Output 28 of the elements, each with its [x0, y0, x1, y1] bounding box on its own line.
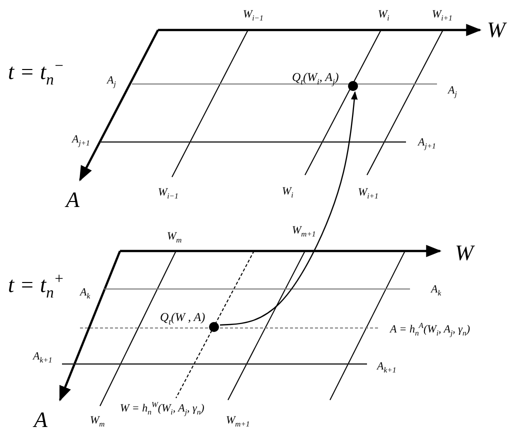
grid-label: W$_{i+1}$ — [358, 188, 378, 198]
grid-label: A$_{j}$ — [448, 86, 457, 96]
point-label: Q$_{t}$(W , A) — [160, 311, 206, 323]
formula-label: W = h$_{n}$$^{W}$(W$_{i}$, A$_{j}$, γ$_{n}$) — [120, 404, 204, 414]
grid-label: W$_{m}$ — [90, 416, 105, 426]
grid-label: W$_{i−1}$ — [243, 10, 264, 20]
axis-label: A — [34, 409, 48, 431]
grid-label: A$_{k+1}$ — [377, 362, 396, 372]
grid-label: W$_{i}$ — [282, 186, 294, 198]
curved-arrow — [220, 91, 358, 326]
grid-label: A$_{k}$ — [80, 288, 90, 298]
grid-label: W$_{m}$ — [167, 232, 182, 242]
grid-label: A$_{k+1}$ — [33, 352, 52, 362]
axis-label: W — [455, 242, 474, 264]
grid-label: W$_{m+1}$ — [292, 226, 316, 236]
point-dot — [209, 322, 219, 332]
point-dot — [348, 81, 358, 91]
grid-label: A$_{j+1}$ — [72, 134, 90, 146]
grid-label: A$_{k}$ — [431, 284, 442, 296]
grid-label: W$_{m+1}$ — [226, 416, 250, 426]
grid-label: W$_{i−1}$ — [158, 188, 178, 198]
axis-label: W — [487, 19, 506, 41]
grid-label: W$_{i}$ — [378, 10, 390, 20]
formula-label: A = h$_{n}$$^{A}$(W$_{i}$, A$_{j}$, γ$_{n}$) — [390, 324, 470, 336]
grid-label: A$_{j}$ — [107, 76, 116, 86]
axis-label: A — [66, 189, 80, 211]
grid-label: W$_{i+1}$ — [432, 10, 452, 20]
grid-label: A$_{j+1}$ — [418, 138, 436, 148]
